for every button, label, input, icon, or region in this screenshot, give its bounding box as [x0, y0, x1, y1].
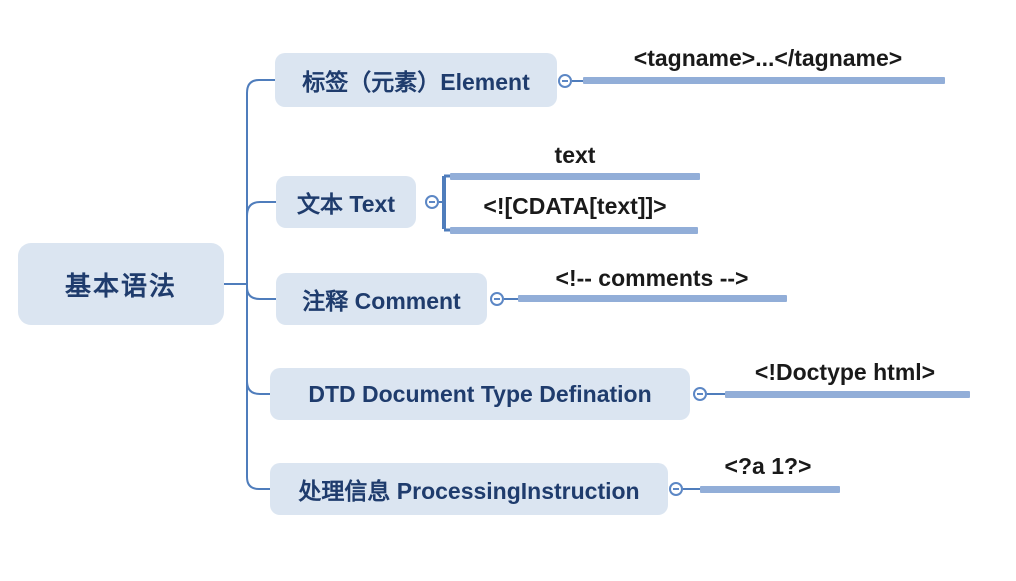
root-topic[interactable]: 基本语法: [18, 243, 224, 325]
leaf-topic-text[interactable]: text: [554, 142, 596, 168]
branch-topic-comment[interactable]: 注释 Comment: [276, 273, 487, 325]
collapse-toggle-icon[interactable]: [425, 195, 439, 209]
branch-topic-element[interactable]: 标签（元素）Element: [275, 53, 557, 107]
collapse-toggle-icon[interactable]: [490, 292, 504, 306]
minus-icon: [697, 393, 703, 395]
branch-topic-label: 标签（元素）Element: [302, 69, 530, 95]
leaf-topic-tagname[interactable]: <tagname>...</tagname>: [633, 45, 903, 71]
branch3-elbow: [246, 286, 276, 300]
branch-topic-dtd[interactable]: DTD Document Type Defination: [270, 368, 690, 420]
leaf-topic-cdata[interactable]: <![CDATA[text]]>: [483, 193, 667, 219]
minus-icon: [562, 80, 568, 82]
branch-topic-text[interactable]: 文本 Text: [276, 176, 416, 228]
leaf-underline-bar: [725, 391, 970, 398]
branch-topic-label: 处理信息 ProcessingInstruction: [298, 478, 640, 504]
branch2-elbow: [246, 201, 276, 217]
branch-topic-label: 文本 Text: [297, 191, 395, 217]
trunk-line: [246, 79, 275, 490]
leaf-underline-bar: [450, 173, 700, 180]
branch4-elbow: [246, 380, 270, 395]
minus-icon: [673, 488, 679, 490]
leaf-underline-bar: [583, 77, 945, 84]
collapse-toggle-icon[interactable]: [669, 482, 683, 496]
leaf-topic-doctype[interactable]: <!Doctype html>: [754, 359, 936, 385]
collapse-toggle-icon[interactable]: [558, 74, 572, 88]
branch-topic-label: DTD Document Type Defination: [308, 380, 652, 407]
leaf-topic-comments[interactable]: <!-- comments -->: [555, 265, 749, 291]
branch-topic-label: 注释 Comment: [302, 288, 461, 314]
leaf-underline-bar: [518, 295, 787, 302]
leaf-underline-bar: [450, 227, 698, 234]
leaf-underline-bar: [700, 486, 840, 493]
root-topic-label: 基本语法: [64, 270, 177, 301]
collapse-toggle-icon[interactable]: [693, 387, 707, 401]
branch-topic-processing-instruction[interactable]: 处理信息 ProcessingInstruction: [270, 463, 668, 515]
leaf-topic-processing-instruction-example[interactable]: <?a 1?>: [724, 453, 812, 479]
minus-icon: [494, 298, 500, 300]
minus-icon: [429, 201, 435, 203]
